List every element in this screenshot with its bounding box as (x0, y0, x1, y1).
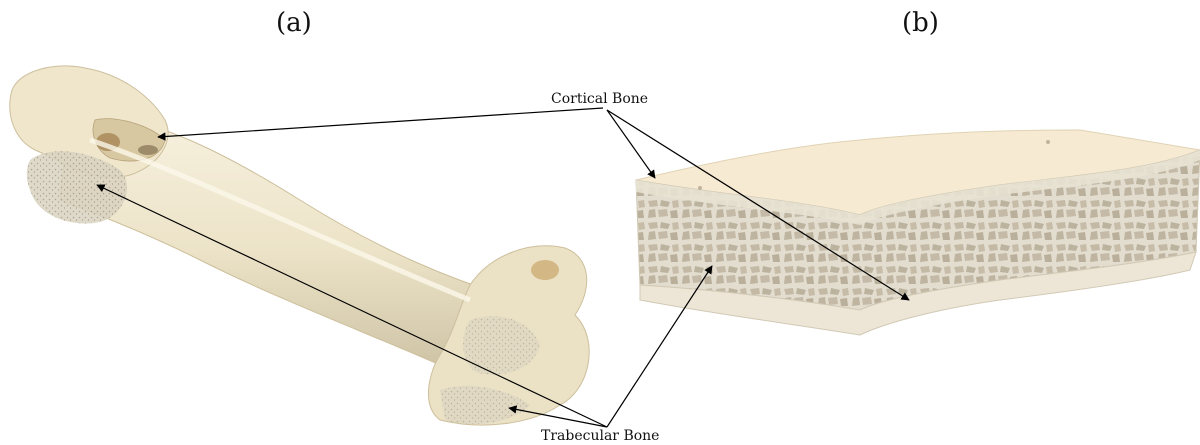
arrow-cortical-to-slab-top (607, 110, 655, 178)
femur-illustration (10, 66, 589, 425)
cortical-bone-label: Cortical Bone (551, 91, 648, 107)
femur-stain-2 (138, 145, 158, 155)
slab-surface-dot-2 (698, 186, 702, 190)
bone-slab-illustration (636, 130, 1200, 335)
arrow-cortical-to-femur (158, 108, 603, 137)
slab-surface-dot (1046, 140, 1050, 144)
femur-distal-pit (531, 260, 559, 280)
trabecular-bone-label: Trabecular Bone (541, 428, 659, 444)
